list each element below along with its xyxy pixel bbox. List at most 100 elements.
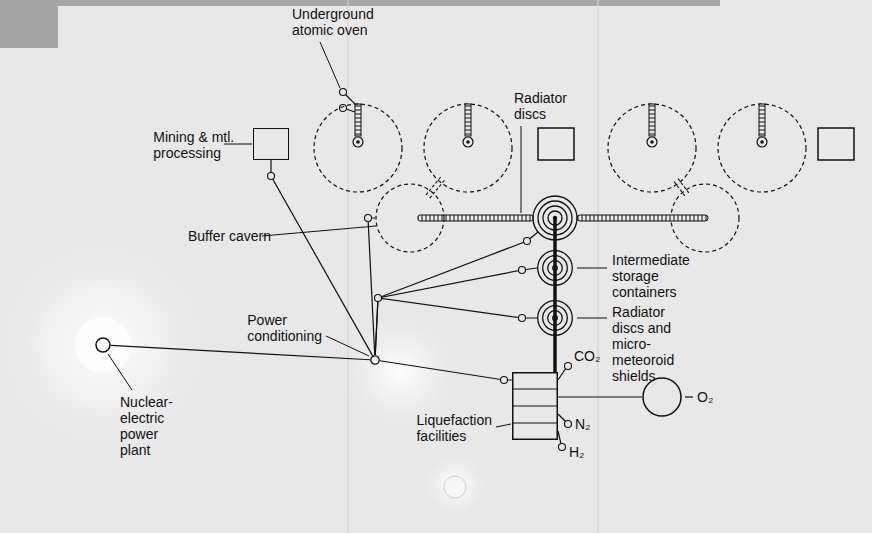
processing-square	[818, 128, 854, 160]
terminal-dot	[519, 315, 526, 322]
radiator-bar	[418, 215, 533, 221]
oven-core	[757, 137, 767, 147]
leader-line	[577, 318, 607, 319]
heat-duct	[678, 179, 690, 195]
terminal-dot	[524, 238, 531, 245]
terminal-dot	[501, 377, 508, 384]
dashed-circle	[376, 184, 444, 252]
box-outline	[513, 373, 558, 440]
concentric-disc	[553, 266, 558, 271]
heat-duct	[674, 182, 686, 198]
leader-line	[108, 354, 132, 390]
power-line	[375, 268, 537, 355]
crater	[444, 476, 466, 498]
power-line	[375, 298, 537, 355]
power-line	[380, 361, 512, 380]
terminal-dot	[565, 421, 572, 428]
terminal-dot	[340, 105, 347, 112]
terminal-dot	[375, 295, 382, 302]
oven-rod	[465, 104, 471, 136]
storage-container-outline	[537, 250, 573, 286]
node-label: Mining & mtl. processing	[153, 129, 253, 161]
concentric-disc	[543, 306, 568, 331]
junction-dot	[371, 356, 379, 364]
surface-glow	[75, 317, 131, 373]
radiator-disc	[548, 211, 562, 225]
thick-pipe	[553, 218, 557, 250]
gas-label: H₂	[569, 444, 585, 460]
leader-line	[262, 226, 376, 236]
compartment-line	[512, 388, 558, 389]
concentric-disc	[543, 256, 568, 281]
power-junction: Power conditioning	[370, 355, 380, 365]
radiator-shield-outline	[537, 300, 573, 336]
atomic-oven: Underground atomic oven	[313, 103, 403, 193]
oven-core	[466, 140, 470, 144]
concentric-disc	[538, 251, 573, 286]
oven-circle	[718, 104, 806, 192]
concentric-disc	[548, 261, 563, 276]
atomic-oven-outline	[313, 103, 403, 193]
power-plant: Nuclear-electric power plant	[95, 337, 111, 353]
circle-outline	[643, 378, 681, 416]
node-label: Nuclear-electric power plant	[120, 394, 173, 458]
terminal-dot	[519, 267, 526, 274]
concentric-disc	[553, 316, 558, 321]
power-line	[368, 218, 375, 355]
node-label: Underground atomic oven	[292, 6, 387, 38]
gas-outlet	[558, 368, 566, 380]
leader-line	[320, 42, 340, 88]
thick-pipe	[553, 286, 557, 300]
node-label: Buffer cavern	[188, 228, 271, 244]
terminal-dot	[559, 444, 566, 451]
oven-core	[356, 140, 360, 144]
node-label: Radiator discs and micro-meteoroid shiel…	[612, 304, 674, 384]
gas-label: CO₂	[574, 348, 600, 364]
terminal-dot	[365, 215, 372, 222]
radiator-bar	[577, 215, 708, 221]
processing-square	[538, 128, 574, 160]
concentric-disc	[538, 301, 573, 336]
page-fold	[348, 0, 349, 533]
oven-core	[353, 137, 363, 147]
oven-circle	[424, 104, 512, 192]
leader-line	[496, 424, 511, 427]
node-label: Liquefaction facilities	[416, 412, 506, 444]
terminal-dot	[565, 363, 572, 370]
surface-glow	[421, 451, 489, 519]
liquefaction-box-outline	[512, 372, 558, 440]
surface-glow	[0, 230, 218, 460]
circle-outline	[96, 338, 110, 352]
leader-line	[521, 126, 522, 213]
gas-label: N₂	[575, 416, 591, 432]
node-label: O₂	[697, 389, 713, 405]
buffer-cavern: Buffer cavern	[375, 183, 445, 253]
node-label: Power conditioning	[247, 312, 347, 344]
power-junction-outline	[370, 355, 380, 365]
photo-edge	[0, 0, 720, 48]
heat-duct	[430, 180, 445, 198]
node-label: Intermediate storage containers	[612, 252, 690, 300]
mining-box: Mining & mtl. processing	[253, 128, 289, 160]
power-line	[111, 345, 370, 359]
oven-rod	[355, 104, 361, 136]
dashed-circle	[314, 104, 402, 192]
radiator-disc	[553, 216, 557, 220]
oven-rod	[759, 104, 765, 136]
power-plant-outline	[95, 337, 111, 353]
liquefaction-box: Liquefaction facilities	[512, 372, 558, 440]
buffer-cavern-outline	[375, 183, 445, 253]
terminal-dot	[268, 173, 275, 180]
terminal-dot	[340, 89, 347, 96]
leader-line	[577, 268, 607, 269]
radiator-shield: Radiator discs and micro-meteoroid shiel…	[537, 300, 573, 336]
gas-outlet	[558, 431, 561, 444]
oven-circle	[608, 104, 696, 192]
oven-rod	[649, 104, 655, 136]
heat-duct	[426, 177, 441, 195]
radiator-disc	[543, 206, 567, 230]
leader-line	[685, 396, 693, 397]
compartment-line	[512, 422, 558, 423]
gas-outlet	[558, 414, 566, 422]
power-wire	[378, 241, 527, 298]
